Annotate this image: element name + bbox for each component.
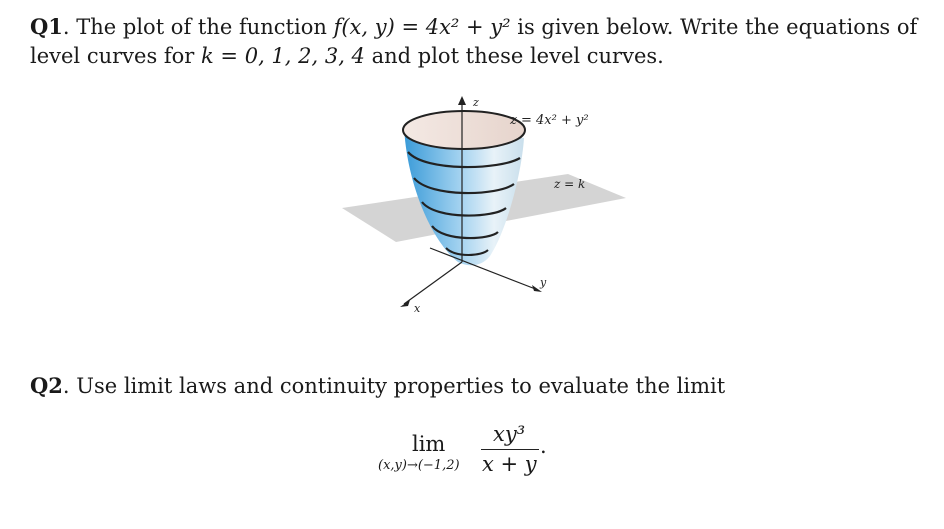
z-axis-label: z: [472, 96, 479, 109]
level-curve: [421, 201, 507, 217]
x-axis-label: x: [414, 302, 421, 315]
question-1-text-b: is given below. Write the equations of l…: [30, 15, 918, 68]
plane-label: z = k: [553, 177, 585, 191]
function-expression: f(x, y) = 4x² + y²: [333, 15, 511, 39]
end-period: .: [540, 434, 547, 458]
y-axis-arrow: [532, 285, 542, 292]
x-axis-arrow: [400, 300, 410, 307]
x-axis-line: [403, 261, 463, 305]
z-axis-arrow: [458, 96, 466, 105]
level-curve: [413, 177, 515, 195]
surface-label: z = 4x² + y²: [509, 113, 589, 128]
lim-operator: lim: [412, 432, 446, 456]
top-rim: [402, 110, 526, 150]
fraction-numerator: xy³: [493, 422, 526, 446]
y-axis-line: [429, 247, 539, 291]
level-curve: [407, 151, 521, 169]
question-1-text-c: and plot these level curves.: [364, 44, 664, 68]
k-values: k = 0, 1, 2, 3, 4: [201, 44, 365, 68]
limit-expression: lim (x,y)→(−1,2) xy³ x + y .: [378, 422, 578, 482]
question-2: Q2. Use limit laws and continuity proper…: [30, 371, 725, 401]
question-1-text-a: . The plot of the function: [62, 15, 334, 39]
question-2-text: . Use limit laws and continuity properti…: [62, 374, 726, 398]
fraction-bar: [481, 449, 539, 450]
lim-subscript: (x,y)→(−1,2): [378, 458, 460, 473]
paraboloid-surface: [404, 125, 524, 266]
question-1-label: Q1: [30, 14, 63, 39]
level-curve: [445, 247, 489, 256]
y-axis-label: y: [539, 276, 547, 289]
question-2-label: Q2: [30, 373, 63, 398]
level-curve: [431, 225, 499, 240]
fraction-denominator: x + y: [482, 452, 537, 476]
question-1: Q1. The plot of the function f(x, y) = 4…: [30, 12, 920, 71]
paraboloid-figure: z x y z = 4x² + y² z = k: [342, 96, 626, 315]
